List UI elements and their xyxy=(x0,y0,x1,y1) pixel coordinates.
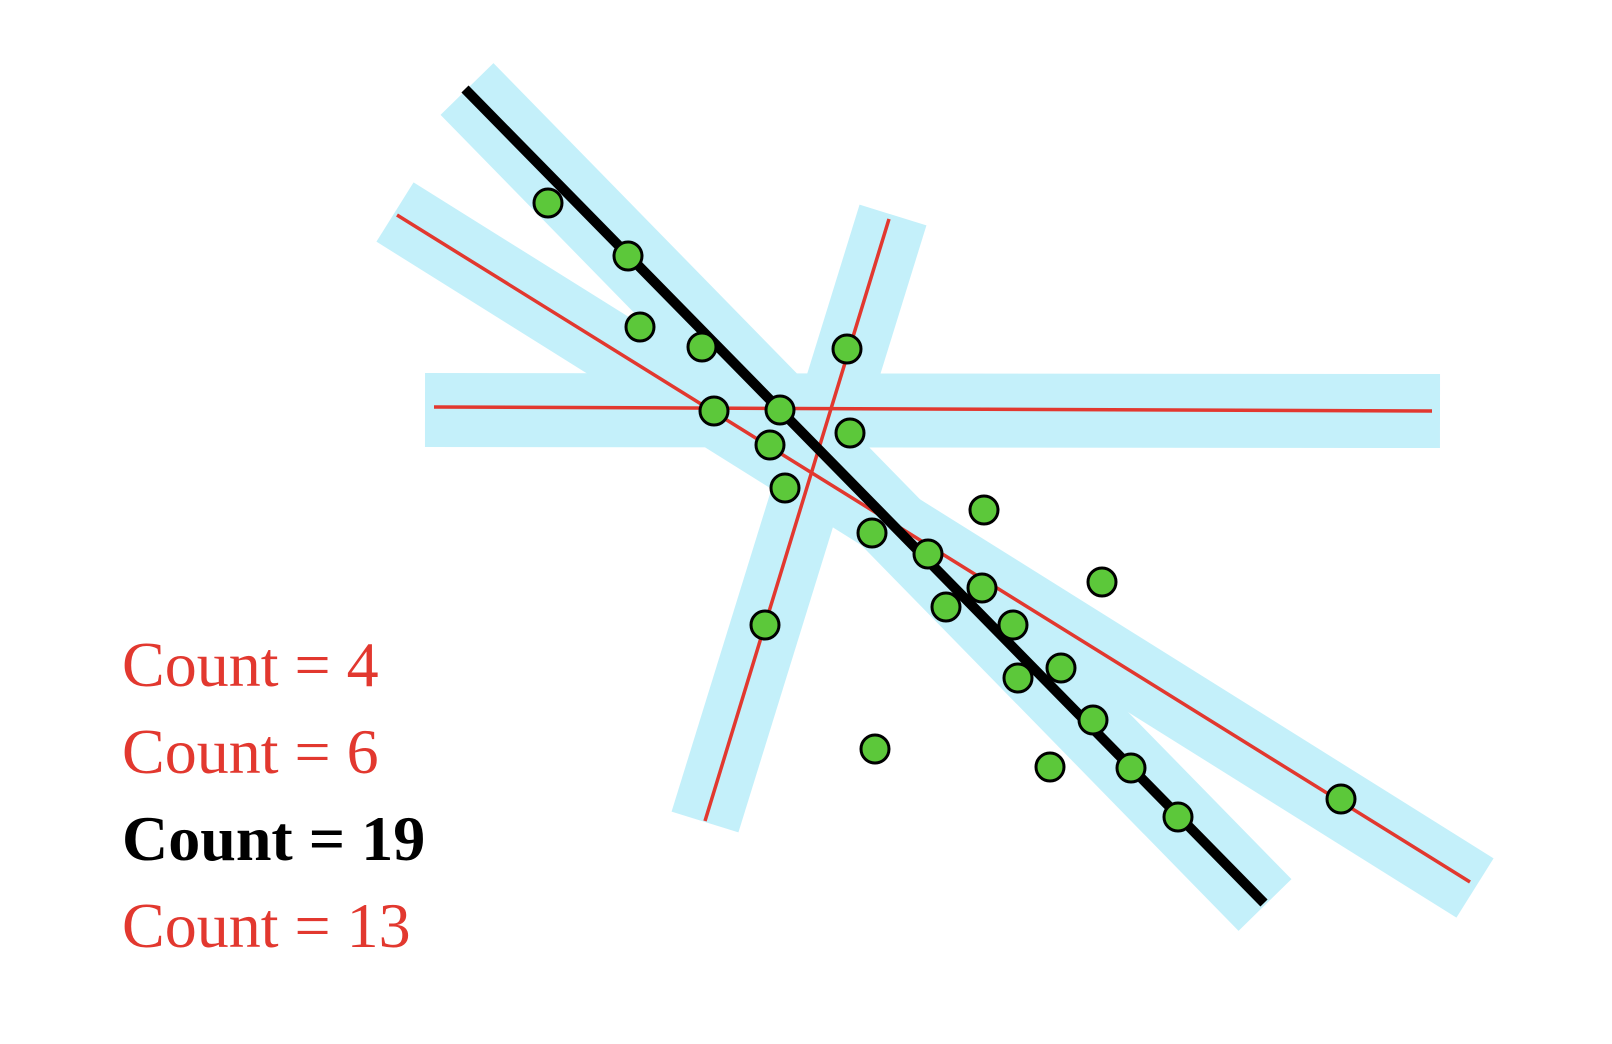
data-point-18 xyxy=(749,609,781,641)
data-point-12 xyxy=(968,494,1000,526)
data-point-15 xyxy=(1086,566,1118,598)
count-label-1: Count = 4 xyxy=(122,629,379,700)
data-point-22 xyxy=(859,733,891,765)
data-point-26 xyxy=(1325,783,1357,815)
count-label-2: Count = 6 xyxy=(122,716,379,787)
count-labels: Count = 4 Count = 6 Count = 19 Count = 1… xyxy=(122,629,425,961)
data-points xyxy=(532,187,1357,833)
count-label-4: Count = 13 xyxy=(122,890,411,961)
data-point-2 xyxy=(612,240,644,272)
data-point-13 xyxy=(912,538,944,570)
data-point-23 xyxy=(1034,751,1066,783)
data-point-20 xyxy=(1002,662,1034,694)
data-point-25 xyxy=(1162,801,1194,833)
data-point-4 xyxy=(686,331,718,363)
data-point-17 xyxy=(997,609,1029,641)
data-point-5 xyxy=(831,333,863,365)
count-label-3: Count = 19 xyxy=(122,803,425,874)
data-point-21 xyxy=(1077,704,1109,736)
data-point-1 xyxy=(532,187,564,219)
data-point-19 xyxy=(1045,652,1077,684)
data-point-14 xyxy=(966,572,998,604)
data-point-8 xyxy=(834,417,866,449)
line-horizontal xyxy=(433,405,1433,413)
line-steep xyxy=(703,218,891,822)
data-point-24 xyxy=(1115,752,1147,784)
data-point-3 xyxy=(624,311,656,343)
data-point-11 xyxy=(856,517,888,549)
data-point-16 xyxy=(930,591,962,623)
data-point-7 xyxy=(764,394,796,426)
data-point-10 xyxy=(769,472,801,504)
data-point-6 xyxy=(698,395,730,427)
data-point-9 xyxy=(754,429,786,461)
